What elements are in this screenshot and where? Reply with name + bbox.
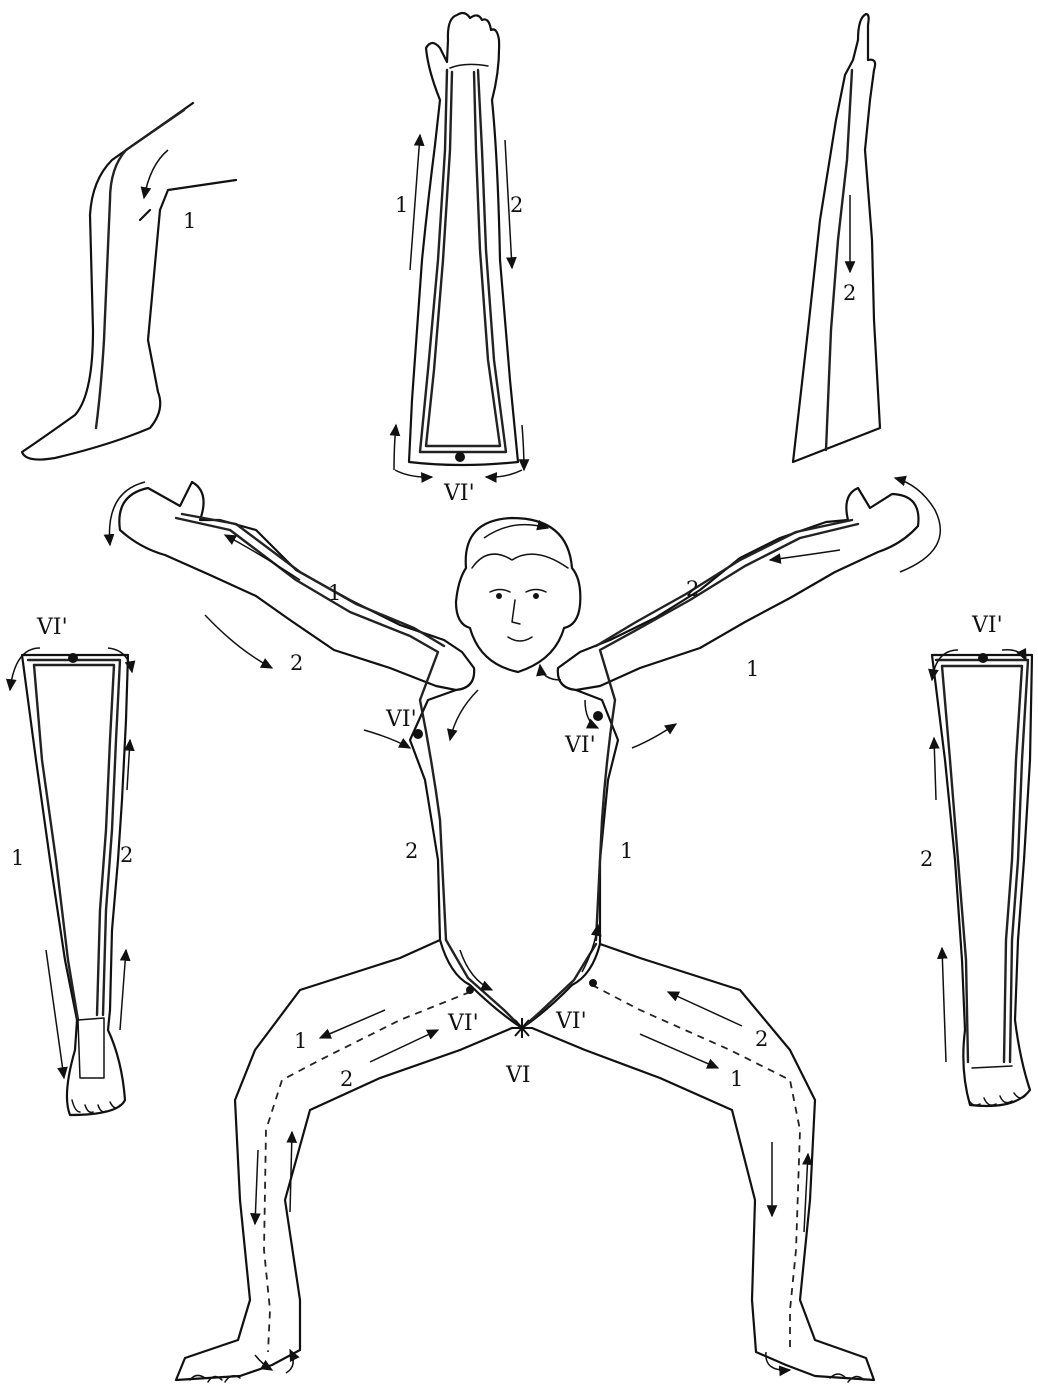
label-2: 2 — [510, 193, 523, 217]
label-1: 1 — [395, 193, 408, 217]
point-label-vi: VI — [505, 1063, 531, 1088]
point-label-vi-prime: VI' — [36, 615, 68, 640]
main-figure: VI' VI' VI' VI' VI 1 2 2 1 2 1 1 2 2 1 — [109, 478, 940, 1382]
point-label-vi-prime: VI' — [385, 707, 417, 732]
label-2: 2 — [686, 577, 699, 601]
label-1: 1 — [328, 581, 341, 605]
point-label-vi-prime: VI' — [443, 481, 475, 506]
label-2: 2 — [843, 281, 856, 305]
label-2: 2 — [340, 1067, 353, 1091]
inset-leg-left: VI' 1 2 — [10, 615, 133, 1115]
label-1: 1 — [11, 846, 24, 870]
point-label-vi-prime: VI' — [971, 613, 1003, 638]
label-2: 2 — [290, 651, 303, 675]
inset-leg-right: VI' 2 — [920, 613, 1032, 1106]
inset-raised-arm: 1 2 VI' — [394, 13, 524, 506]
point-label-vi-prime: VI' — [564, 733, 596, 758]
label-2: 2 — [755, 1027, 768, 1051]
point-label-vi-prime: VI' — [555, 1009, 587, 1034]
inset-arm-side: 2 — [793, 14, 880, 462]
inset-bent-leg: 1 — [22, 103, 236, 460]
label-1: 1 — [620, 839, 633, 863]
label-2: 2 — [920, 847, 933, 871]
label-1: 1 — [294, 1029, 307, 1053]
label-2: 2 — [120, 843, 133, 867]
point-label-vi-prime: VI' — [447, 1011, 479, 1036]
label-1: 1 — [183, 209, 196, 233]
label-2: 2 — [405, 839, 418, 863]
label-1: 1 — [730, 1067, 743, 1091]
label-1: 1 — [746, 657, 759, 681]
